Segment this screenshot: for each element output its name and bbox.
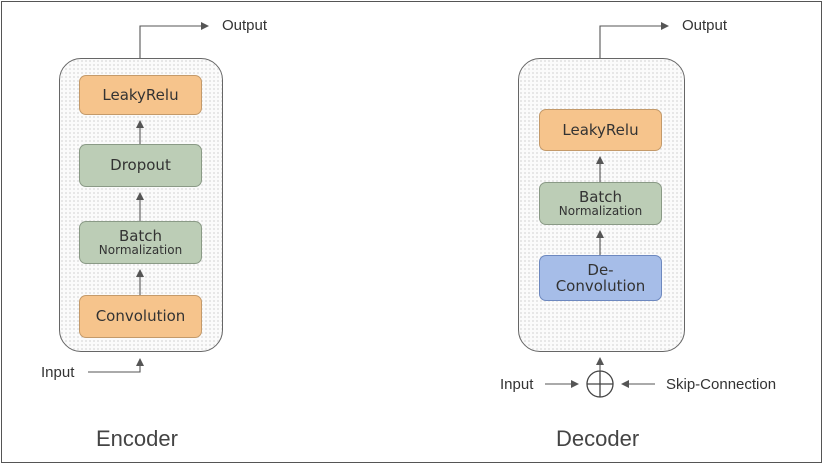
- decoder-deconvolution-label-line2: Convolution: [555, 277, 646, 295]
- encoder-leakyrelu-block: LeakyRelu: [79, 75, 202, 115]
- decoder-output-label: Output: [682, 17, 728, 34]
- encoder-leakyrelu-label: LeakyRelu: [102, 85, 179, 104]
- encoder-input-label: Input: [41, 364, 75, 381]
- decoder-output-arrow: [599, 22, 669, 58]
- encoder-convolution-block: Convolution: [79, 295, 202, 338]
- decoder-title: Decoder: [556, 426, 640, 451]
- decoder-batchnorm-block: Batch Normalization: [539, 182, 662, 225]
- decoder-batchnorm-label-line1: Batch: [578, 187, 623, 206]
- encoder-output-arrow: [139, 22, 209, 58]
- encoder-title: Encoder: [96, 426, 178, 451]
- decoder-leakyrelu-block: LeakyRelu: [539, 109, 662, 151]
- encoder-convolution-label: Convolution: [95, 307, 186, 326]
- decoder-input-label: Input: [500, 376, 534, 393]
- decoder-leakyrelu-label: LeakyRelu: [562, 120, 639, 139]
- encoder-batchnorm-block: Batch Normalization: [79, 221, 202, 264]
- decoder-skip-connection-label: Skip-Connection: [666, 376, 777, 393]
- encoder-batchnorm-label-line2: Normalization: [98, 243, 183, 258]
- encoder-input-arrow: [88, 358, 144, 373]
- encoder-dropout-block: Dropout: [79, 144, 202, 187]
- decoder-deconvolution-label-line1: De-: [587, 260, 614, 279]
- decoder-batchnorm-label-line2: Normalization: [558, 204, 643, 219]
- encoder-batchnorm-label-line1: Batch: [118, 226, 163, 245]
- encoder-dropout-label: Dropout: [110, 156, 171, 175]
- encoder-output-label: Output: [222, 17, 268, 34]
- decoder-deconvolution-block: De- Convolution: [539, 255, 662, 301]
